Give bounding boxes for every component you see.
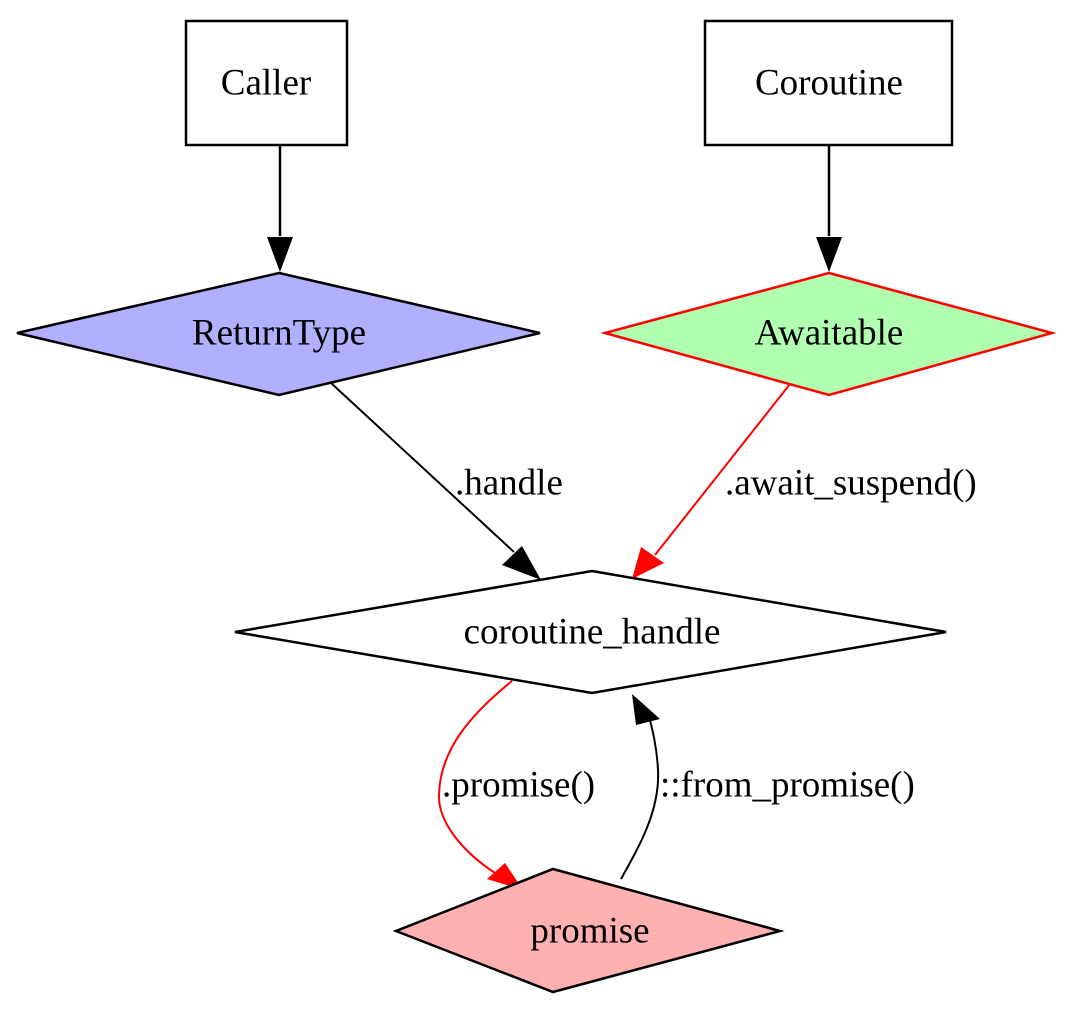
edge-label-from-promise: ::from_promise() xyxy=(660,765,915,806)
node-label-awaitable: Awaitable xyxy=(755,313,904,354)
arrowhead-icon xyxy=(502,546,541,580)
edge-returntype-handle: .handle xyxy=(330,382,563,580)
node-label-returntype: ReturnType xyxy=(192,313,366,354)
node-label-coroutine: Coroutine xyxy=(755,63,903,104)
arrowhead-icon xyxy=(632,694,660,725)
arrowhead-icon xyxy=(267,237,293,272)
edge-awaitable-handle: .await_suspend() xyxy=(632,383,977,579)
node-caller: Caller xyxy=(184,19,349,147)
node-awaitable: Awaitable xyxy=(600,271,1057,397)
arrowhead-icon xyxy=(632,547,664,579)
node-coroutine-handle: coroutine_handle xyxy=(234,569,947,695)
edge-label-await-suspend: .await_suspend() xyxy=(725,463,977,504)
edge-coroutine-awaitable xyxy=(816,146,842,272)
node-label-promise: promise xyxy=(530,911,649,952)
edge-label-promise: .promise() xyxy=(442,765,595,806)
node-label-coroutine-handle: coroutine_handle xyxy=(464,612,721,653)
edge-label-handle: .handle xyxy=(455,463,563,504)
edge-promise-handle: ::from_promise() xyxy=(620,694,915,880)
node-returntype: ReturnType xyxy=(16,271,541,397)
node-promise: promise xyxy=(392,867,785,994)
node-label-caller: Caller xyxy=(221,63,311,104)
arrowhead-icon xyxy=(816,237,842,272)
node-coroutine: Coroutine xyxy=(703,19,954,147)
edge-handle-promise: .promise() xyxy=(437,680,595,890)
edge-caller-returntype xyxy=(267,146,293,272)
